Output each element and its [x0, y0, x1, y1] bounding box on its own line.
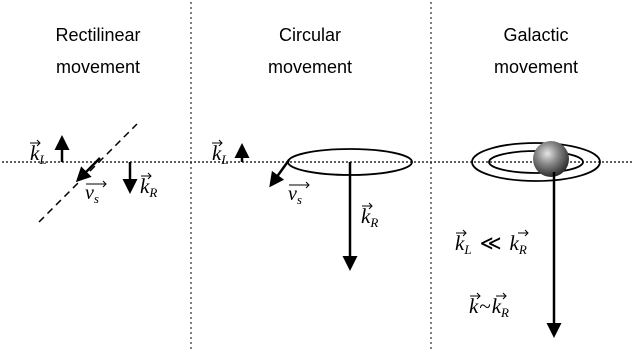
rectilinear-vs-label: vs [85, 182, 99, 206]
rectilinear-trajectory [39, 124, 137, 222]
circular-vs-label: vs [288, 183, 302, 207]
galactic-relation1-b-vector-mark [518, 230, 528, 236]
rectilinear-vs-arrow [78, 158, 100, 180]
galactic-relation1: kL≪kR [455, 231, 527, 257]
galactic-body [533, 141, 569, 177]
circular-vs-arrow [271, 160, 289, 185]
galactic-relation2: k~kR [469, 294, 509, 320]
